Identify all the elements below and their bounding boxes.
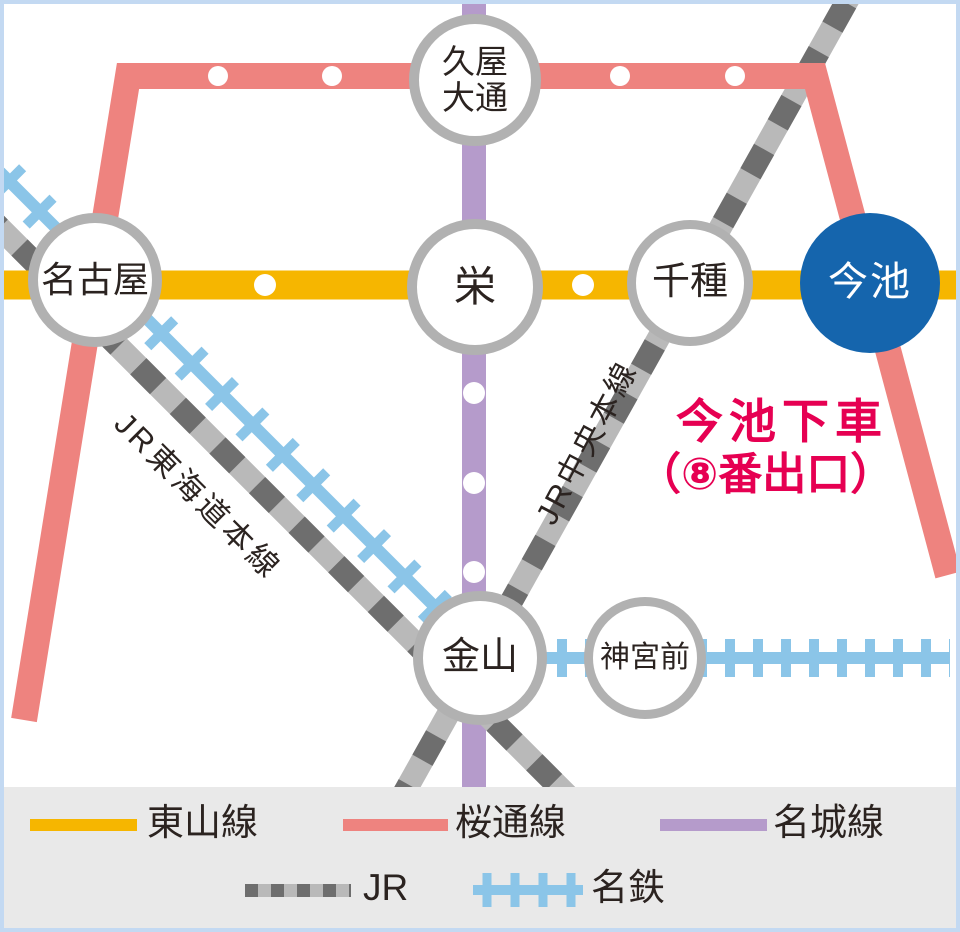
legend-swatch-meitetsu	[473, 873, 583, 907]
legend-swatch-higashiyama	[30, 819, 137, 831]
legend-swatch-meijo	[660, 819, 767, 831]
station-chikusa: 千種	[627, 220, 753, 346]
legend-swatch-jr	[245, 884, 351, 897]
station-label: 栄	[453, 263, 496, 311]
legend: 東山線 桜通線 名城線 JR 名鉄	[4, 787, 956, 928]
notice-exit-number: （⑧番出口）	[637, 450, 895, 499]
intermediate-station-dot	[572, 274, 594, 296]
intermediate-station-dot	[610, 66, 630, 86]
legend-swatch-sakuradori	[343, 819, 448, 831]
intermediate-station-dot	[254, 274, 276, 296]
intermediate-station-dot	[463, 472, 485, 494]
station-label: 神宮前	[600, 640, 690, 674]
notice-get-off-at-imaike: 今池下車	[676, 395, 888, 448]
intermediate-station-dot	[208, 66, 228, 86]
intermediate-station-dot	[463, 561, 485, 583]
station-sakae: 栄	[407, 219, 543, 355]
station-label: 名古屋	[40, 258, 149, 300]
station-label: 金山	[441, 636, 518, 679]
legend-label-meijo: 名城線	[773, 802, 884, 843]
station-jingumae: 神宮前	[584, 597, 706, 719]
station-label: 今池	[828, 260, 912, 305]
station-hisaya-odori: 久屋大通	[409, 14, 541, 146]
legend-label-jr: JR	[363, 867, 409, 908]
intermediate-station-dot	[725, 66, 745, 86]
station-nagoya: 名古屋	[28, 213, 162, 347]
station-kanayama: 金山	[413, 591, 547, 725]
intermediate-station-dot	[463, 382, 485, 404]
intermediate-station-dot	[322, 66, 342, 86]
station-imaike-highlighted: 今池	[800, 213, 940, 353]
station-label: 千種	[651, 261, 728, 304]
legend-label-higashiyama: 東山線	[147, 802, 258, 843]
station-label: 久屋大通	[442, 43, 508, 116]
legend-label-meitetsu: 名鉄	[591, 867, 665, 908]
legend-label-sakuradori: 桜通線	[455, 802, 566, 843]
